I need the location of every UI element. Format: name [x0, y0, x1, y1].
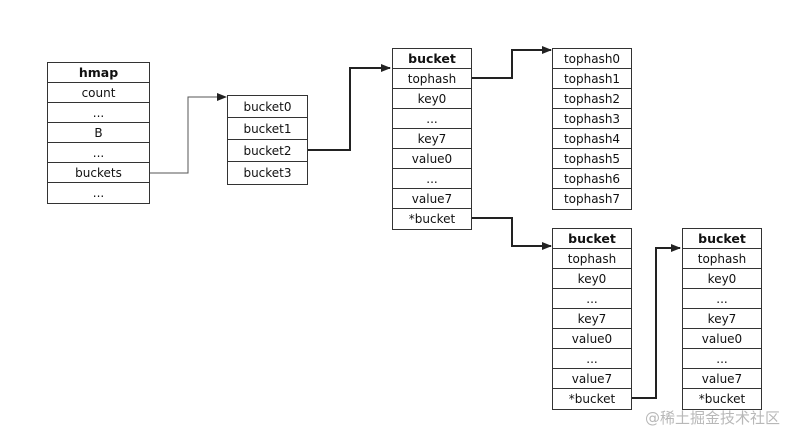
buckets-array-cell: bucket1: [228, 118, 307, 140]
bucket-overflow1-cell: ...: [553, 349, 631, 369]
bucket-overflow2-cell: key7: [683, 309, 761, 329]
bucket-main-cell: key7: [393, 129, 471, 149]
bucket-main-cell: *bucket: [408, 212, 456, 226]
hmap-cell: ...: [48, 103, 149, 123]
tophash-list-cell: tophash2: [553, 89, 631, 109]
tophash-list-cell: tophash1: [553, 69, 631, 89]
arrow-overflow-to-bucket2: [632, 244, 681, 399]
arrow-hmap-to-buckets: [150, 93, 227, 174]
bucket-main-cell: value7: [393, 189, 471, 209]
bucket-main-cell: key0: [393, 89, 471, 109]
bucket-overflow2-cell: *bucket: [698, 392, 746, 406]
bucket-overflow2-cell: value7: [683, 369, 761, 389]
hmap-cell: buckets: [48, 163, 149, 183]
bucket-overflow2-header: bucket: [683, 229, 761, 249]
bucket-overflow1-cell: *bucket: [568, 392, 616, 406]
bucket-overflow1-cell: tophash: [553, 249, 631, 269]
bucket-overflow1-cell: value7: [553, 369, 631, 389]
hmap-header: hmap: [48, 63, 149, 83]
hmap-cell: B: [48, 123, 149, 143]
bucket-main-header: bucket: [393, 49, 471, 69]
arrow-bucket2-to-bucket: [308, 64, 391, 151]
bucket-overflow1-cell: ...: [553, 289, 631, 309]
bucket-overflow2-cell: key0: [683, 269, 761, 289]
bucket-overflow2-cell: ...: [683, 289, 761, 309]
bucket-main-cell: ...: [393, 109, 471, 129]
arrow-overflow-to-bucket1: [472, 217, 552, 250]
tophash-list-cell: tophash5: [553, 149, 631, 169]
bucket-main-cell: ...: [393, 169, 471, 189]
tophash-list-cell: tophash6: [553, 169, 631, 189]
bucket-overflow1-header: bucket: [553, 229, 631, 249]
bucket-overflow1-cell: key7: [553, 309, 631, 329]
tophash-list-cell: tophash0: [553, 49, 631, 69]
bucket-main-cell: tophash: [393, 69, 471, 89]
hmap-cell: ...: [48, 143, 149, 163]
arrow-tophash-to-list: [472, 46, 552, 79]
tophash-list-cell: tophash4: [553, 129, 631, 149]
bucket-overflow1-cell: value0: [553, 329, 631, 349]
hmap-cell: count: [48, 83, 149, 103]
tophash-list-cell: tophash7: [563, 192, 621, 206]
bucket-overflow2-cell: tophash: [683, 249, 761, 269]
tophash-list-cell: tophash3: [553, 109, 631, 129]
hmap-cell: ...: [92, 186, 105, 200]
watermark-text: @稀土掘金技术社区: [644, 409, 780, 427]
bucket-overflow1-cell: key0: [553, 269, 631, 289]
bucket-overflow2-cell: value0: [683, 329, 761, 349]
bucket-overflow2-cell: ...: [683, 349, 761, 369]
bucket-main-cell: value0: [393, 149, 471, 169]
buckets-array-cell: bucket3: [243, 166, 292, 180]
buckets-array-cell: bucket2: [228, 140, 307, 162]
buckets-array-cell: bucket0: [228, 96, 307, 118]
